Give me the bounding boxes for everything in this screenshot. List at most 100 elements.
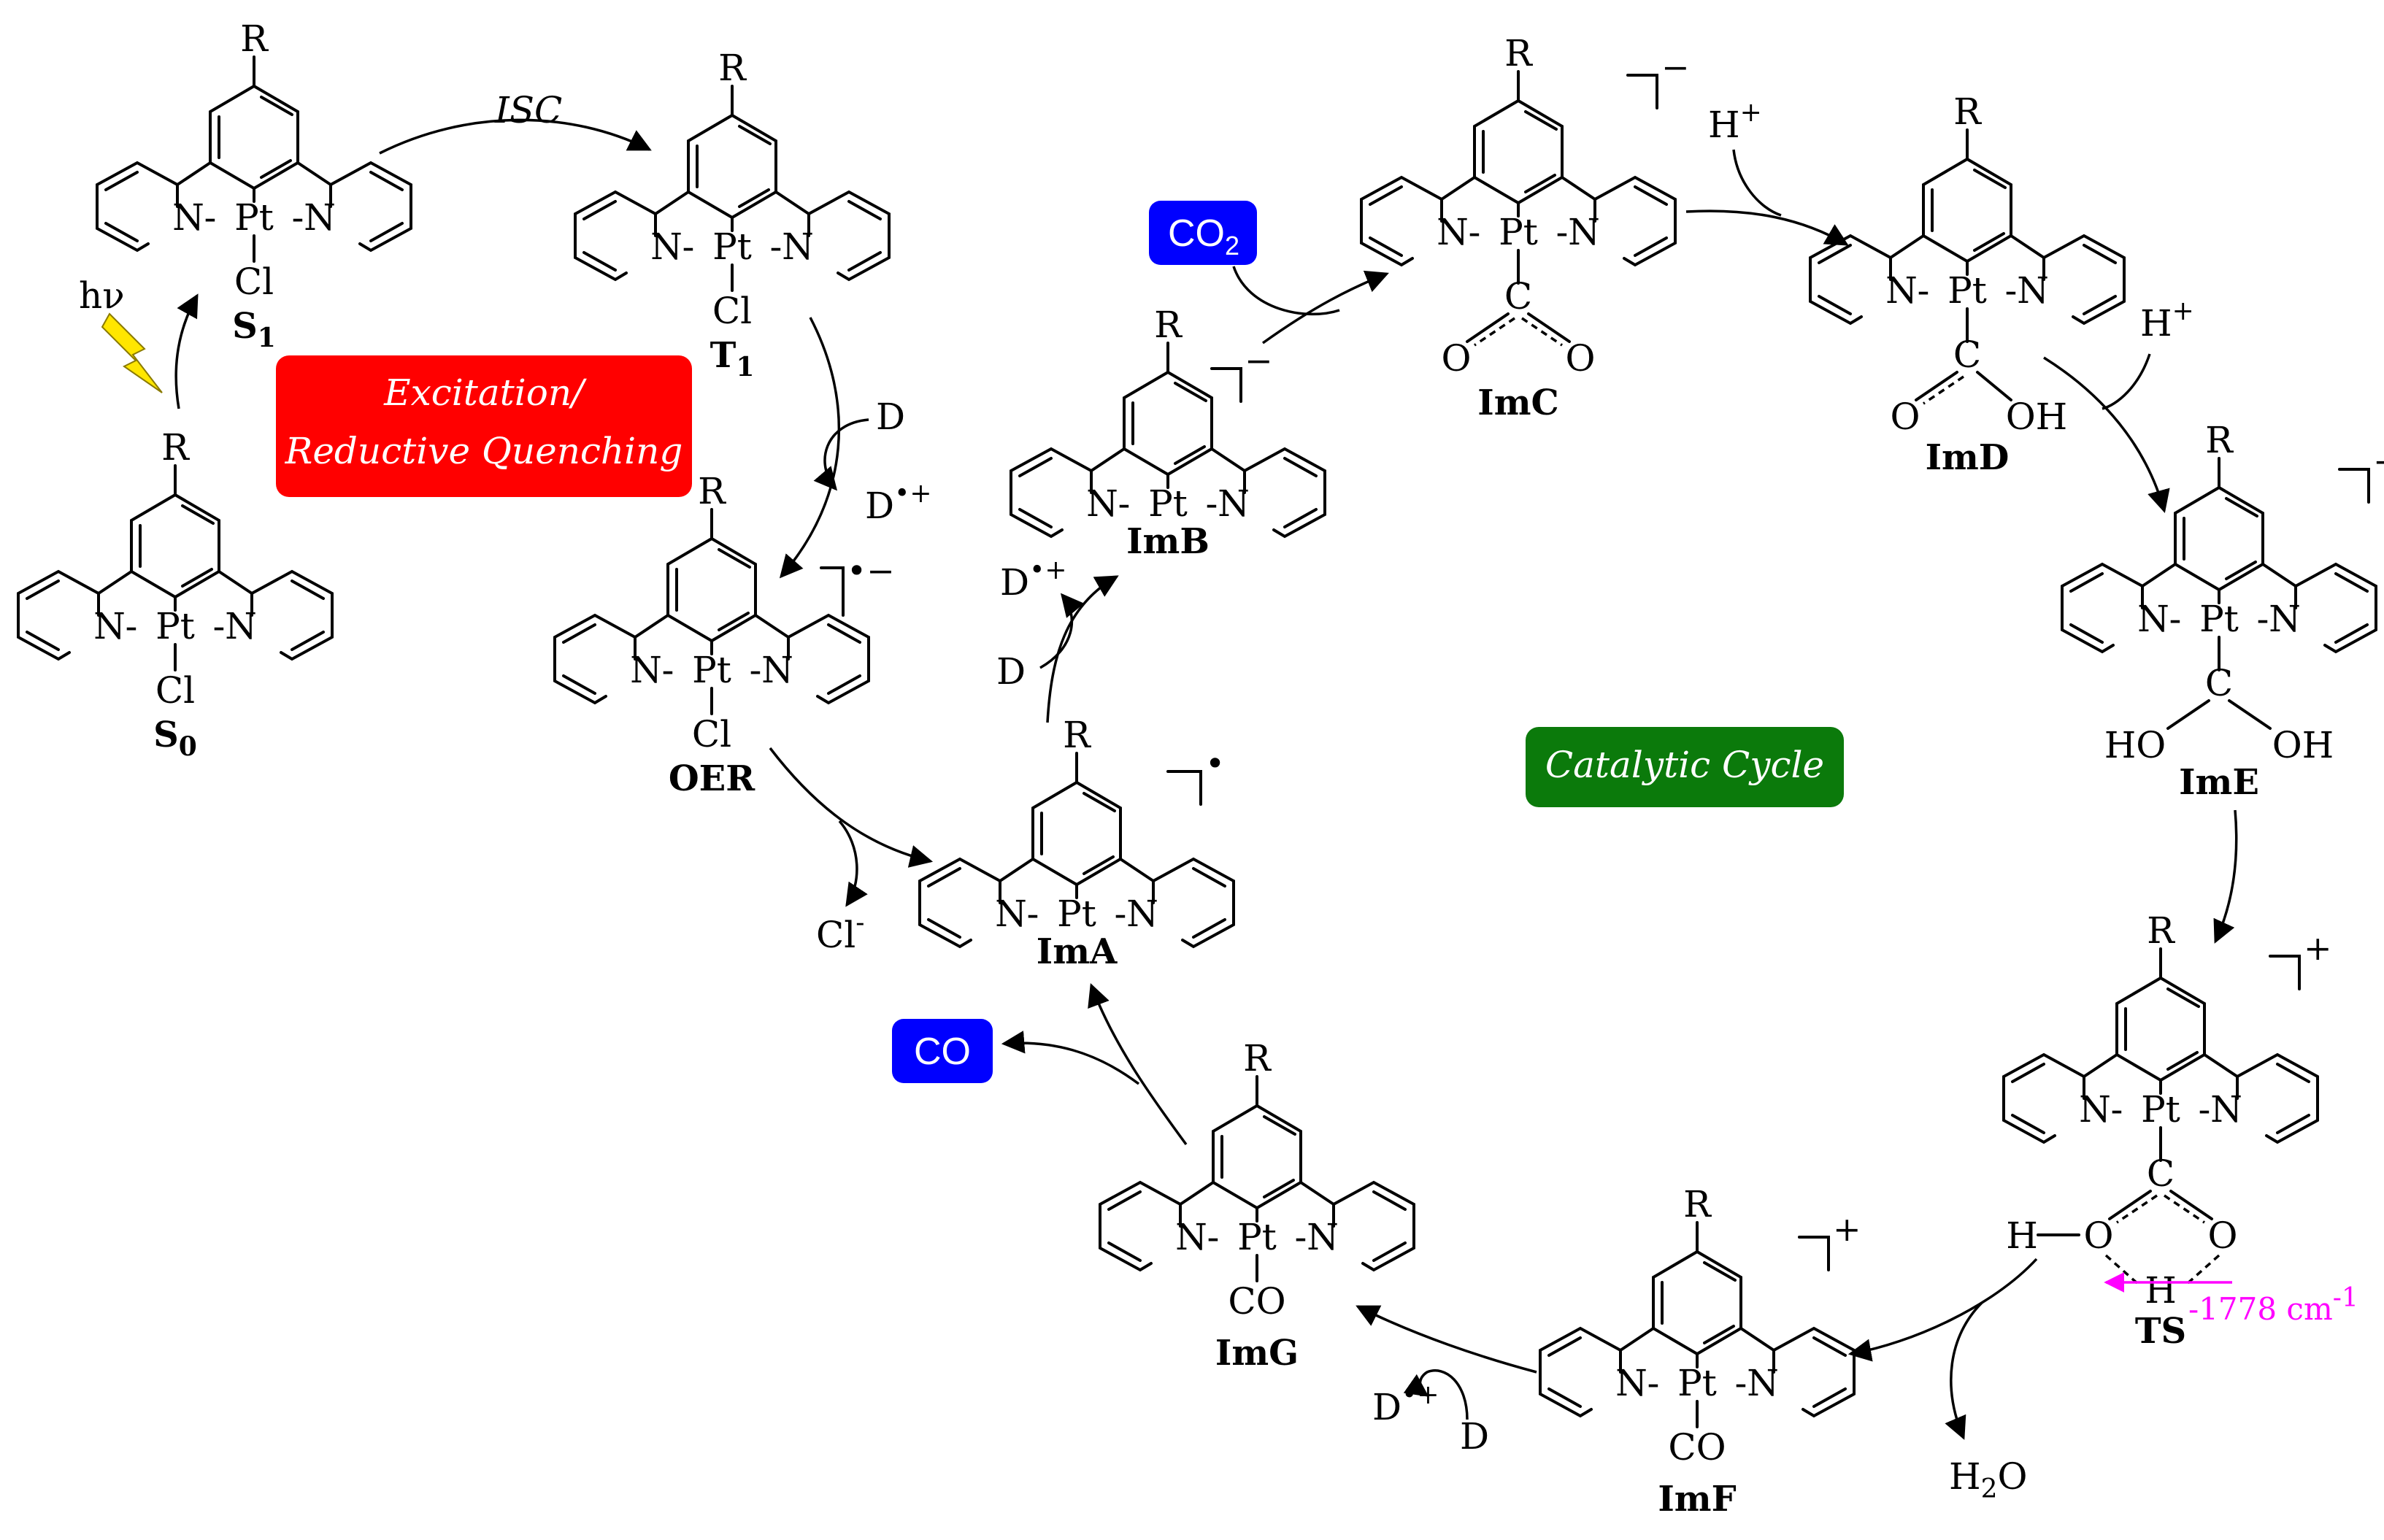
complex-s0: R N - Pt - N Cl S0 — [17, 426, 334, 762]
svg-text:-: - — [2111, 1088, 2123, 1131]
svg-text:C: C — [1504, 275, 1532, 317]
svg-text:OH: OH — [2272, 724, 2334, 766]
reagent-hplus-2: H+ — [2140, 296, 2194, 344]
svg-text:H: H — [2145, 1269, 2177, 1312]
svg-text:Cl: Cl — [234, 261, 274, 303]
complex-img: R N - Pt - N CO ImG — [1099, 1037, 1415, 1374]
svg-text:HO: HO — [2104, 724, 2166, 766]
reagent-d-3: D — [1460, 1415, 1489, 1458]
complex-t1: R N - Pt - N Cl T1 — [574, 47, 891, 382]
svg-text:-: - — [292, 196, 304, 239]
svg-text:CO: CO — [1228, 1280, 1285, 1323]
svg-text:C: C — [2147, 1152, 2175, 1195]
svg-text:R: R — [1504, 32, 1533, 74]
svg-text:•−: •− — [847, 551, 895, 590]
svg-text:R: R — [1683, 1183, 1712, 1225]
svg-text:+: + — [1833, 1209, 1861, 1249]
svg-text:-: - — [1469, 211, 1481, 253]
arrow-oer-ima — [769, 747, 934, 868]
co2-label: CO2 — [1168, 212, 1239, 261]
svg-text:R: R — [2147, 909, 2175, 952]
complex-s1: R N - Pt - N Cl S1 — [96, 18, 412, 353]
excitation-label-line1: Excitation/ — [383, 371, 587, 414]
svg-text:N: N — [995, 893, 1027, 935]
svg-text:N: N — [2269, 598, 2301, 640]
reagent-hplus-1: H+ — [1708, 98, 1762, 146]
svg-text:ImB: ImB — [1126, 521, 1210, 562]
svg-text:C: C — [1953, 334, 1981, 376]
svg-text:-: - — [1647, 1362, 1660, 1404]
svg-text:N: N — [1568, 211, 1600, 253]
complex-ts: R N - Pt - N C O O H H TS -1778 cm-1 + — [2002, 909, 2358, 1352]
arrow-h2o-release — [1945, 1301, 1983, 1440]
svg-text:-: - — [1027, 893, 1039, 935]
svg-text:Pt: Pt — [692, 649, 731, 691]
svg-text:N: N — [761, 649, 793, 691]
arrow-ts-imf — [1847, 1258, 2038, 1362]
arrow-imd-ime — [2043, 356, 2170, 514]
lightning-icon — [101, 312, 163, 393]
svg-text:N: N — [2079, 1088, 2111, 1131]
catalytic-cycle-label: Catalytic Cycle — [1545, 744, 1824, 786]
svg-text:N: N — [1175, 1216, 1207, 1258]
svg-text:T1: T1 — [710, 335, 755, 382]
arrow-t1-oer — [779, 317, 841, 579]
arrow-hplus-1 — [1732, 149, 1782, 217]
svg-text:Pt: Pt — [1947, 269, 1987, 312]
svg-text:R: R — [2205, 419, 2234, 461]
isc-label: ISC — [494, 89, 562, 131]
svg-text:Pt: Pt — [1677, 1362, 1717, 1404]
arrow-ime-ts — [2213, 809, 2238, 944]
svg-text:N: N — [225, 605, 257, 647]
svg-text:N: N — [782, 226, 814, 268]
svg-text:OER: OER — [669, 758, 755, 799]
svg-text:-: - — [2199, 1088, 2211, 1131]
co-box — [892, 1019, 993, 1083]
svg-text:R: R — [1243, 1037, 1272, 1079]
arrow-d-1 — [813, 418, 869, 491]
svg-text:N: N — [2137, 598, 2169, 640]
svg-text:Pt: Pt — [1499, 211, 1538, 253]
arrow-d-2 — [1039, 593, 1085, 669]
complex-imf: R N - Pt - N CO ImF + — [1539, 1183, 1861, 1520]
svg-text:-: - — [2257, 598, 2269, 640]
arrow-imf-img — [1356, 1305, 1537, 1374]
svg-text:O: O — [1566, 337, 1596, 380]
svg-text:-: - — [204, 196, 217, 239]
svg-text:Pt: Pt — [1237, 1216, 1277, 1258]
reagent-dplus-1: D•+ — [865, 479, 932, 527]
svg-text:•: • — [1205, 744, 1225, 783]
svg-text:R: R — [1063, 714, 1091, 756]
svg-text:Pt: Pt — [1148, 482, 1188, 525]
svg-text:R: R — [1154, 304, 1183, 346]
co-label: CO — [914, 1031, 971, 1073]
svg-text:-: - — [662, 649, 674, 691]
svg-text:-: - — [770, 226, 783, 268]
svg-text:N: N — [1615, 1362, 1647, 1404]
svg-text:Cl: Cl — [712, 290, 752, 332]
arrow-s1-t1 — [379, 118, 652, 155]
svg-text:Pt: Pt — [2141, 1088, 2180, 1131]
complex-imd: R N - Pt - N C O OH ImD — [1809, 91, 2126, 478]
arrow-s0-s1 — [174, 293, 199, 409]
svg-text:Pt: Pt — [712, 226, 752, 268]
svg-text:N: N — [650, 226, 682, 268]
co2-box — [1149, 201, 1257, 265]
arrow-img-ima — [1088, 983, 1188, 1146]
svg-text:-: - — [1735, 1362, 1747, 1404]
svg-text:CO: CO — [1668, 1426, 1726, 1468]
svg-text:-: - — [1918, 269, 1930, 312]
svg-text:N: N — [304, 196, 336, 239]
reagent-cl-minus: Cl- — [816, 908, 864, 956]
svg-text:Pt: Pt — [2199, 598, 2239, 640]
svg-text:ImC: ImC — [1477, 382, 1558, 423]
svg-text:-: - — [2169, 598, 2182, 640]
svg-text:N: N — [172, 196, 204, 239]
complex-oer: R N - Pt - N Cl OER •− — [553, 470, 895, 799]
svg-text:H: H — [2006, 1214, 2038, 1257]
svg-text:-: - — [750, 649, 762, 691]
complex-ime: R N - Pt - N C HO OH ImE + — [2061, 419, 2384, 803]
arrow-imb-imc — [1261, 270, 1389, 344]
svg-text:-: - — [126, 605, 138, 647]
arrow-ima-imb — [1046, 575, 1119, 723]
